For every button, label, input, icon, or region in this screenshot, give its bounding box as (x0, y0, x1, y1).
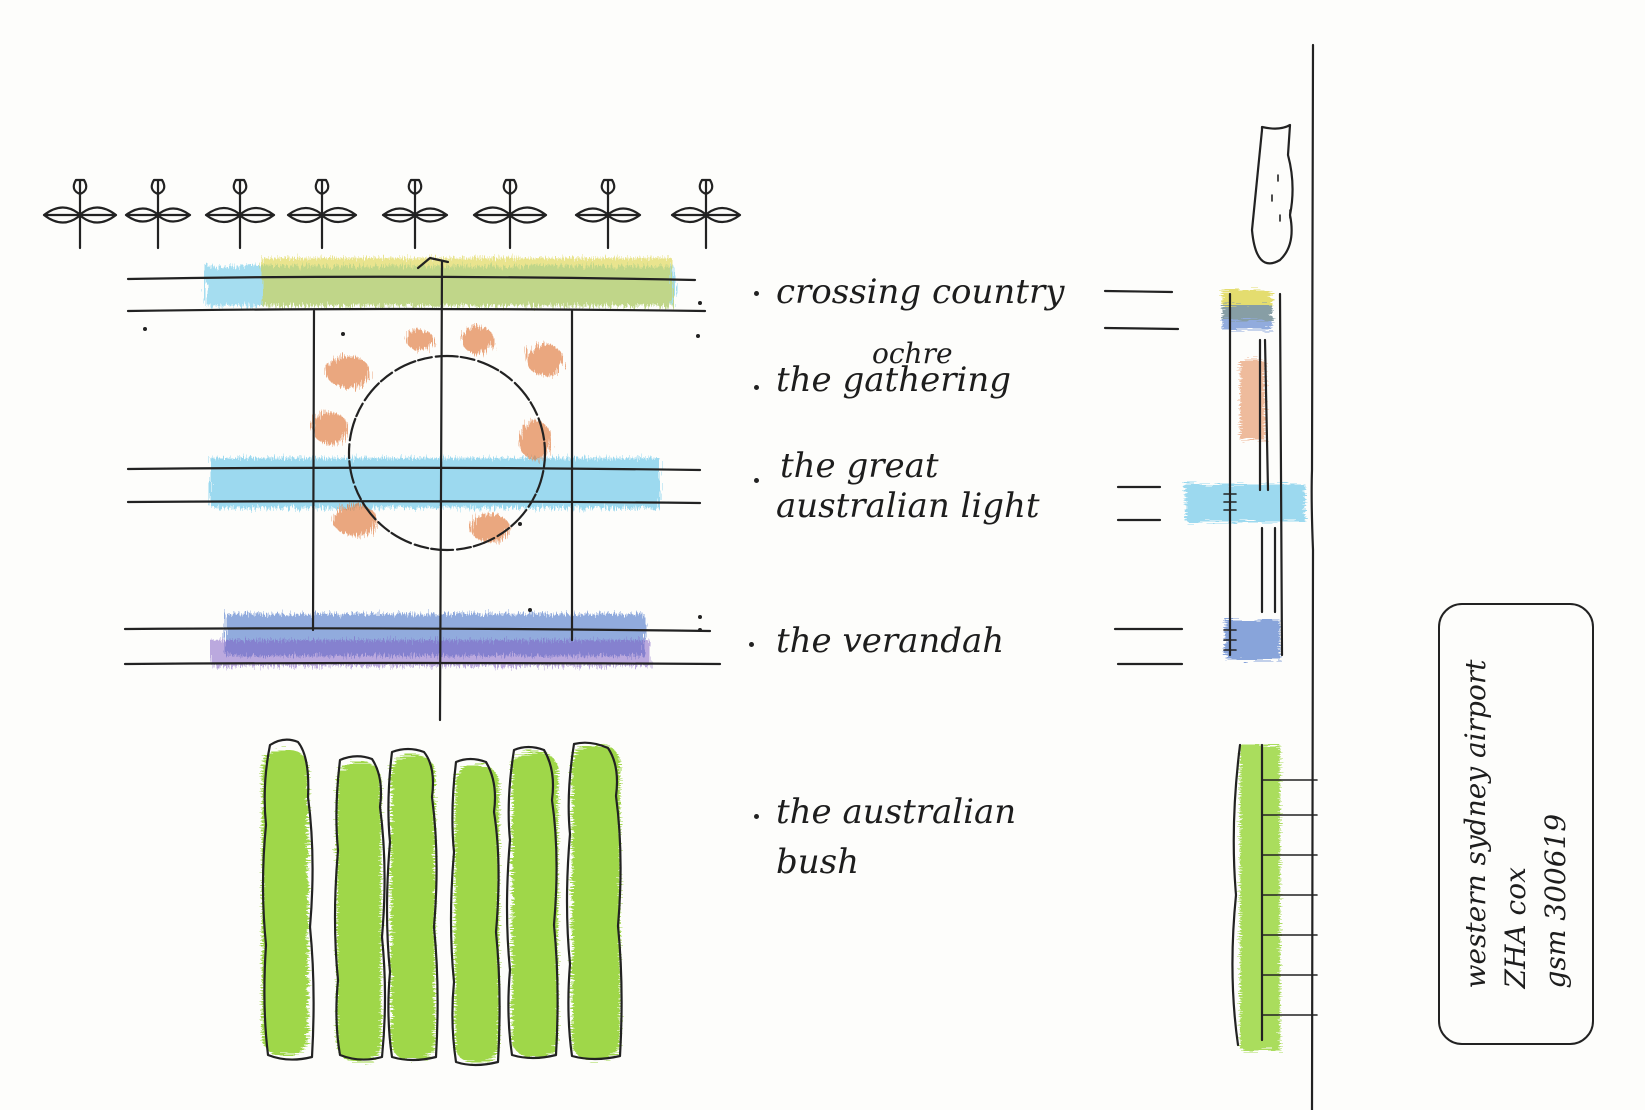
bush-strips (261, 738, 623, 1067)
label-bullet (754, 478, 759, 483)
leader-lines (1103, 289, 1184, 666)
tree-icon (286, 178, 358, 250)
stamp-date: gsm 300619 (1539, 813, 1572, 989)
label-ochre: ochre (872, 337, 953, 370)
tree-icon (574, 178, 642, 250)
label-crossing-country: crossing country (776, 272, 1065, 312)
tree-icon (670, 178, 742, 250)
tree-icon (381, 178, 449, 250)
stamp-project: western sydney airport (1459, 659, 1492, 989)
stamp-author: ZHA cox (1499, 867, 1532, 989)
tree-row (42, 178, 742, 250)
label-the-great: the great (780, 446, 939, 486)
title-stamp-text: western sydney airport ZHA cox gsm 30061… (1456, 660, 1576, 989)
label-bullet (754, 814, 759, 819)
label-bullet (754, 385, 759, 390)
tree-icon (204, 178, 276, 250)
great-light-band (210, 458, 660, 508)
label-the-gathering: the gathering (776, 360, 1011, 400)
label-bullet (749, 642, 754, 647)
crossing-country-band (205, 258, 675, 306)
section-drawing (1185, 43, 1318, 1110)
tree-icon (124, 178, 192, 250)
label-the-verandah: the verandah (776, 621, 1005, 661)
label-the-australian: the australian (776, 792, 1017, 832)
verandah-band (210, 614, 650, 666)
plan-dots (143, 301, 702, 632)
plan-linework (123, 256, 722, 722)
ochre-ring (312, 326, 563, 542)
title-stamp (1438, 603, 1594, 1045)
label-bullet (754, 291, 759, 296)
tree-icon (472, 178, 548, 250)
label-australian-light: australian light (776, 486, 1040, 526)
tree-icon (42, 178, 118, 250)
label-bush: bush (776, 842, 860, 882)
